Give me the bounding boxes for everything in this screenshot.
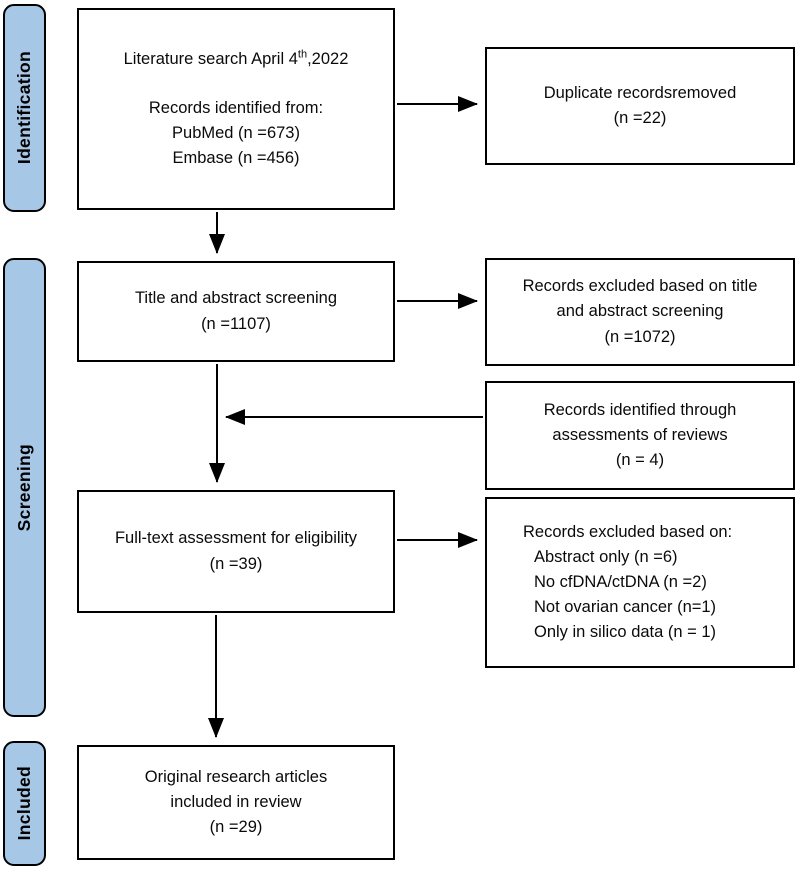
literature-date-suffix: ,2022 xyxy=(307,49,349,68)
stage-screening: Screening xyxy=(3,258,46,717)
title-screening-count: (n =1107) xyxy=(201,314,271,333)
box-duplicate-records-removed: Duplicate recordsremoved (n =22) xyxy=(485,47,795,165)
literature-date-superscript: th xyxy=(297,48,308,61)
box-excluded-fulltext: Records excluded based on: Abstract only… xyxy=(485,497,795,668)
reviews-count: (n = 4) xyxy=(615,451,665,470)
fulltext-count: (n =39) xyxy=(209,554,263,573)
excluded-fulltext-heading: Records excluded based on: xyxy=(523,522,733,541)
fulltext-label: Full-text assessment for eligibility xyxy=(114,529,358,548)
excluded-reason-in-silico: Only in silico data (n = 1) xyxy=(534,623,717,642)
excluded-title-count: (n =1072) xyxy=(604,327,676,346)
box-title-abstract-screening: Title and abstract screening (n =1107) xyxy=(77,261,395,362)
box-reviews-identified: Records identified through assessments o… xyxy=(485,381,795,490)
duplicates-count: (n =22) xyxy=(613,109,667,127)
included-line1: Original research articles xyxy=(144,767,328,786)
pubmed-count: PubMed (n =673) xyxy=(172,124,300,142)
literature-date-prefix: Literature search April 4 xyxy=(123,49,298,68)
excluded-title-line1: Records excluded based on title xyxy=(522,277,758,296)
box-included-articles: Original research articles included in r… xyxy=(77,745,395,860)
records-identified-heading: Records identified from: xyxy=(148,98,324,117)
embase-count: Embase (n =456) xyxy=(172,149,300,168)
reviews-line1: Records identified through xyxy=(543,400,737,419)
box-fulltext-assessment: Full-text assessment for eligibility (n … xyxy=(77,490,395,613)
literature-search-date-line: Literature search April 4th,2022 xyxy=(124,47,349,72)
reviews-line2: assessments of reviews xyxy=(552,425,728,444)
excluded-title-line2: and abstract screening xyxy=(556,302,724,321)
box-literature-search: Literature search April 4th,2022 Records… xyxy=(77,8,395,210)
excluded-reason-no-cfdna: No cfDNA/ctDNA (n =2) xyxy=(534,572,707,591)
stage-included: Included xyxy=(3,741,46,866)
excluded-reason-not-ovarian: Not ovarian cancer (n=1) xyxy=(534,598,717,617)
included-line2: included in review xyxy=(170,792,302,811)
title-screening-label: Title and abstract screening xyxy=(134,289,338,308)
duplicates-label: Duplicate recordsremoved xyxy=(543,83,737,102)
included-count: (n =29) xyxy=(209,818,263,837)
stage-identification: Identification xyxy=(3,4,46,212)
box-excluded-title-abstract: Records excluded based on title and abst… xyxy=(485,258,795,366)
excluded-reason-abstract-only: Abstract only (n =6) xyxy=(534,547,678,566)
